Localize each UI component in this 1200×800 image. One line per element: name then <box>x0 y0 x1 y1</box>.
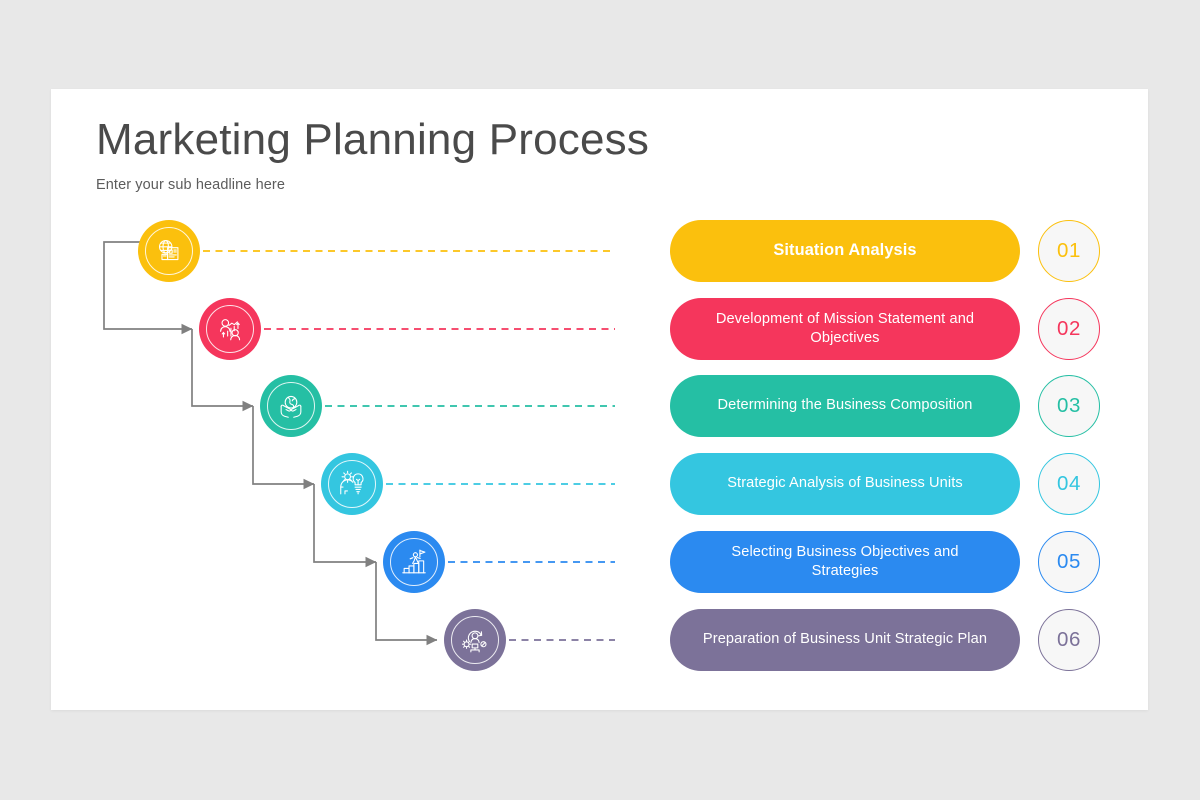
process-step-label-bar[interactable]: Situation Analysis <box>670 220 1020 282</box>
process-step-row: Preparation of Business Unit Strategic P… <box>51 601 1148 679</box>
process-step-row: Determining the Business Composition 03 <box>51 367 1148 445</box>
process-step-label-bar[interactable]: Determining the Business Composition <box>670 375 1020 437</box>
process-step-label: Strategic Analysis of Business Units <box>727 475 963 492</box>
process-step-row: Selecting Business Objectives and Strate… <box>51 523 1148 601</box>
process-step-number-badge[interactable]: 06 <box>1038 609 1100 671</box>
process-step-number: 03 <box>1056 394 1081 417</box>
process-step-number-badge[interactable]: 05 <box>1038 531 1100 593</box>
process-step-number-badge[interactable]: 04 <box>1038 453 1100 515</box>
process-step-number: 05 <box>1056 550 1081 573</box>
head-gear-bulb-icon[interactable] <box>321 453 383 515</box>
hands-globe-icon[interactable] <box>260 375 322 437</box>
globe-document-icon[interactable] <box>138 220 200 282</box>
process-step-row: Strategic Analysis of Business Units 04 <box>51 445 1148 523</box>
page-title: Marketing Planning Process <box>96 115 650 164</box>
process-step-number-badge[interactable]: 01 <box>1038 220 1100 282</box>
icon-ring <box>390 538 438 586</box>
icon-ring <box>267 382 315 430</box>
people-growth-chart-icon[interactable] <box>199 298 261 360</box>
process-step-label-bar[interactable]: Preparation of Business Unit Strategic P… <box>670 609 1020 671</box>
process-step-row: Situation Analysis 01 <box>51 212 1148 290</box>
process-step-label: Determining the Business Composition <box>717 397 973 414</box>
stairs-flag-icon[interactable] <box>383 531 445 593</box>
process-step-number: 06 <box>1056 628 1081 651</box>
page-subtitle: Enter your sub headline here <box>96 177 286 194</box>
process-step-label-bar[interactable]: Development of Mission Statement and Obj… <box>670 298 1020 360</box>
process-step-number: 01 <box>1056 239 1081 262</box>
icon-ring <box>206 305 254 353</box>
icon-ring <box>451 616 499 664</box>
process-step-label-bar[interactable]: Selecting Business Objectives and Strate… <box>670 531 1020 593</box>
process-step-label: Selecting Business Objectives and Strate… <box>731 543 959 579</box>
icon-ring <box>328 460 376 508</box>
process-step-number: 04 <box>1056 472 1081 495</box>
process-step-label: Development of Mission Statement and Obj… <box>715 310 975 346</box>
process-step-label-bar[interactable]: Strategic Analysis of Business Units <box>670 453 1020 515</box>
slide-card: Marketing Planning Process Enter your su… <box>51 89 1148 710</box>
process-step-label: Situation Analysis <box>773 241 917 260</box>
slide-header: Marketing Planning Process Enter your su… <box>96 115 650 194</box>
process-step-label: Preparation of Business Unit Strategic P… <box>702 631 988 648</box>
process-step-number-badge[interactable]: 02 <box>1038 298 1100 360</box>
process-step-row: Development of Mission Statement and Obj… <box>51 290 1148 368</box>
icon-ring <box>145 227 193 275</box>
process-diagram: Situation Analysis 01 Development of Miss… <box>51 89 1148 710</box>
process-step-number-badge[interactable]: 03 <box>1038 375 1100 437</box>
person-process-cycle-icon[interactable] <box>444 609 506 671</box>
process-step-number: 02 <box>1056 317 1081 340</box>
